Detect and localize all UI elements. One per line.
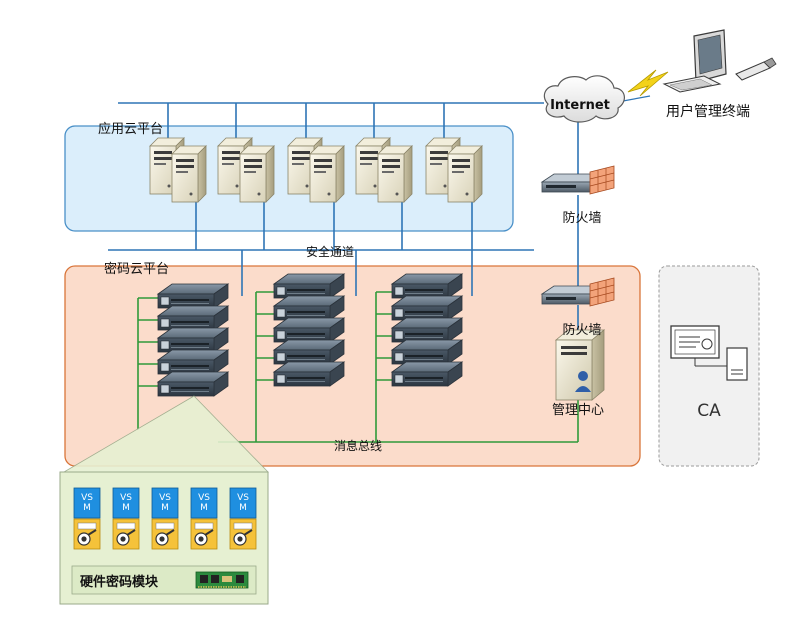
ca-label: CA xyxy=(697,401,721,421)
green-bus-lines xyxy=(137,291,579,443)
message-bus-label: 消息总线 xyxy=(334,438,382,453)
user-terminal-label: 用户管理终端 xyxy=(666,103,750,120)
svg-text:VSM: VSM xyxy=(237,493,249,513)
management-center-label: 管理中心 xyxy=(552,403,604,418)
usb-key-icon xyxy=(735,57,777,81)
circuit-board-icon xyxy=(195,571,249,589)
app-servers xyxy=(149,137,483,203)
svg-text:VSM: VSM xyxy=(159,493,171,513)
management-center-icon xyxy=(554,329,606,401)
internet-cloud-icon xyxy=(543,75,625,123)
crypto-rack-stack-1 xyxy=(157,283,229,397)
hsm-module-label: 硬件密码模块 xyxy=(80,574,159,590)
secure-channel-label: 安全通道 xyxy=(306,244,354,259)
blue-network-lines xyxy=(108,95,651,338)
ca-server-icon xyxy=(726,347,748,381)
app-platform-label: 应用云平台 xyxy=(98,121,163,137)
ca-box xyxy=(658,265,760,467)
crypto-platform-label: 密码云平台 xyxy=(104,261,169,277)
internet-label: Internet xyxy=(550,98,610,113)
svg-text:VSM: VSM xyxy=(81,493,93,513)
firewall-bottom-label: 防火墙 xyxy=(562,322,601,338)
hsm-detail-panel xyxy=(59,471,269,605)
svg-text:VSM: VSM xyxy=(198,493,210,513)
crypto-rack-stack-2 xyxy=(273,273,345,387)
lightning-icon xyxy=(627,69,669,97)
crypto-rack-stack-3 xyxy=(391,273,463,387)
firewall-top-label: 防火墙 xyxy=(562,210,601,226)
svg-text:VSM: VSM xyxy=(120,493,132,513)
computer-icon xyxy=(662,29,727,93)
